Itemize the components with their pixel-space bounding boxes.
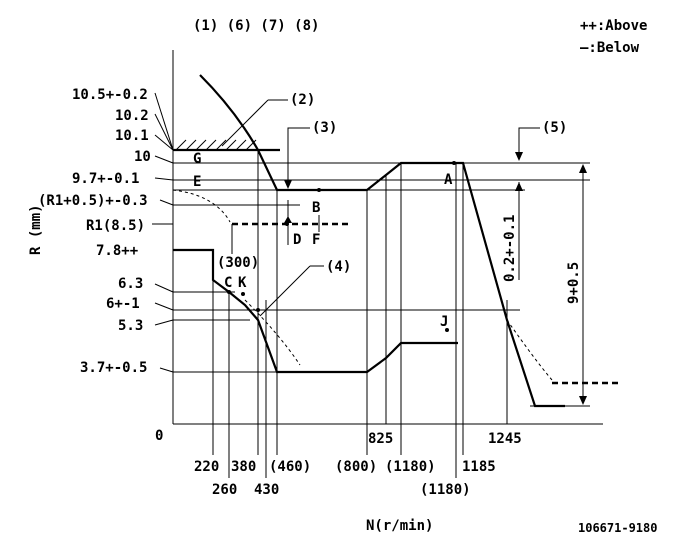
- dim-right-arrow-bottom: [579, 396, 587, 405]
- point-d: D: [293, 232, 301, 248]
- dot-a: [452, 161, 456, 165]
- dot-c: [227, 290, 231, 294]
- legend-below: —:Below: [580, 40, 640, 56]
- point-f: F: [312, 232, 320, 248]
- dot-k: [241, 292, 245, 296]
- x-label-1185: 1185: [462, 459, 496, 475]
- dim-right-span: 9+0.5: [566, 262, 582, 304]
- y-label-r1: R1(8.5): [86, 218, 145, 234]
- x-label-825: 825: [368, 431, 393, 447]
- y-label-3-7: 3.7+-0.5: [80, 360, 147, 376]
- point-b: B: [312, 200, 320, 216]
- dashed-curve-left: [172, 189, 231, 223]
- x-label-220: 220: [194, 459, 219, 475]
- callout-3-arrow: [284, 180, 292, 189]
- leader-10-5: [154, 92, 174, 151]
- leader-3-7: [159, 367, 174, 373]
- y-label-6: 6+-1: [106, 296, 140, 312]
- stopper-hatch: [175, 139, 257, 151]
- point-e: E: [193, 174, 201, 190]
- y-label-10-2: 10.2: [115, 108, 149, 124]
- point-g: G: [193, 151, 201, 167]
- leader-9-7: [154, 177, 174, 181]
- callout-5-arrow-top: [515, 152, 523, 161]
- callout-3-leader: [287, 127, 310, 186]
- top-refs: (1) (6) (7) (8): [193, 18, 319, 34]
- leader-6-3: [154, 283, 174, 293]
- dim-right-arrow-top: [579, 164, 587, 173]
- callout-3: (3): [312, 120, 337, 136]
- callout-4: (4): [326, 259, 351, 275]
- legend-above: ++:Above: [580, 18, 647, 34]
- x-label-430: 430: [254, 482, 279, 498]
- upper-curve: [199, 74, 565, 408]
- leader-10: [154, 155, 174, 164]
- point-j: J: [440, 314, 448, 330]
- callout-5-arrow-bottom: [515, 182, 523, 191]
- x-label-460: (460): [269, 459, 311, 475]
- leader-r1-plus: [159, 199, 174, 206]
- point-a: A: [444, 172, 453, 188]
- callout-300: (300): [217, 255, 259, 271]
- y-label-10-1: 10.1: [115, 128, 149, 144]
- x-axis-title: N(r/min): [366, 518, 433, 534]
- y-label-6-3: 6.3: [118, 276, 143, 292]
- y-label-5-3: 5.3: [118, 318, 143, 334]
- x-label-800: (800): [335, 459, 377, 475]
- y-axis-title: R (mm): [28, 204, 44, 255]
- dot-j: [445, 328, 449, 332]
- y-label-9-7: 9.7+-0.1: [72, 171, 139, 187]
- x-label-380: 380: [231, 459, 256, 475]
- y-label-0: 0: [155, 428, 163, 444]
- dashed-curve-right: [506, 319, 553, 381]
- callout-4-leader: [259, 265, 311, 317]
- callout-5-leader: [518, 127, 540, 156]
- x-label-1245: 1245: [488, 431, 522, 447]
- x-label-260: 260: [212, 482, 237, 498]
- lower-curve: [173, 248, 458, 374]
- leader-10-2: [154, 113, 174, 151]
- leader-5-3: [154, 319, 174, 326]
- y-label-10-5: 10.5+-0.2: [72, 87, 148, 103]
- point-c: C: [224, 275, 232, 291]
- y-label-10: 10: [134, 149, 151, 165]
- callout-2: (2): [290, 92, 315, 108]
- d-arrow: [284, 216, 292, 223]
- leader-6: [154, 302, 174, 311]
- x-label-1180b: (1180): [420, 482, 471, 498]
- callout-5: (5): [542, 120, 567, 136]
- leader-10-1: [154, 134, 174, 151]
- y-label-7-8: 7.8++: [96, 243, 138, 259]
- dot-460: [256, 308, 260, 312]
- x-label-1180a: (1180): [385, 459, 436, 475]
- dim-right-small: 0.2+-0.1: [502, 215, 518, 282]
- point-k: K: [238, 275, 247, 291]
- dot-b: [317, 188, 321, 192]
- drawing-number: 106671-9180: [578, 521, 657, 535]
- y-label-r1-plus: (R1+0.5)+-0.3: [38, 193, 148, 209]
- callout-2-leader: [221, 99, 269, 147]
